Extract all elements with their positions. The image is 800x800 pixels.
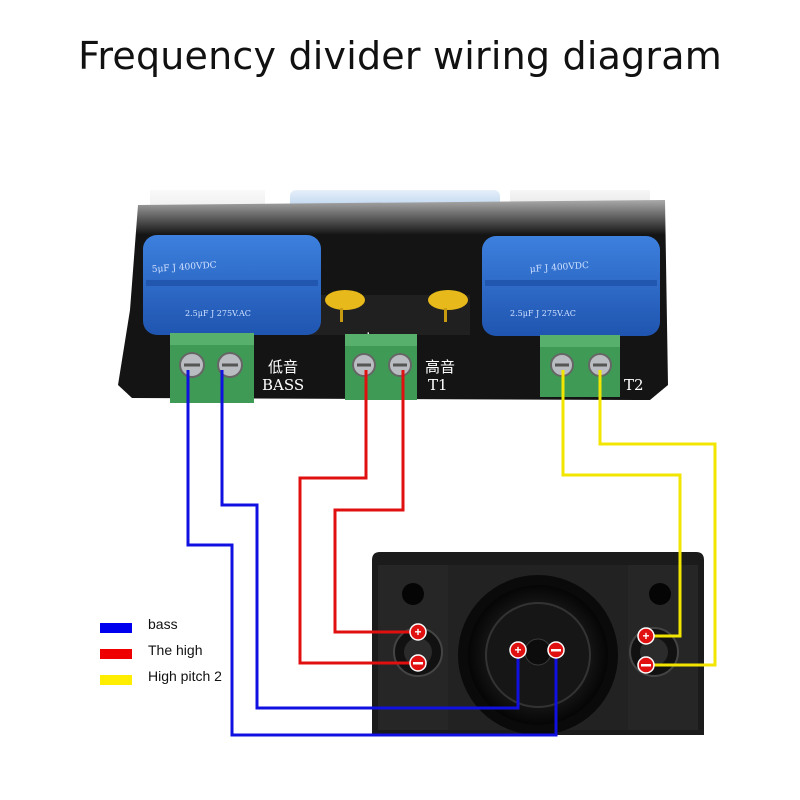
page-title: Frequency divider wiring diagram — [78, 34, 722, 78]
label-t1-cn: 高音 — [425, 358, 455, 376]
terminal-t1[interactable] — [345, 334, 417, 400]
wire-high2-plus — [561, 370, 682, 638]
capacitor-right-text-top: μF J 400VDC — [530, 261, 590, 275]
wire-bass-minus — [220, 370, 520, 710]
bass-port-left — [402, 583, 424, 605]
wire-high-plus — [298, 370, 418, 665]
capacitor-left: 5μF J 400VDC 2.5μF J 275V.AC — [143, 235, 321, 335]
wires-high — [298, 370, 418, 665]
wire-high2-minus — [598, 370, 717, 667]
label-t2-en: T2 — [624, 376, 644, 394]
svg-text:+: + — [642, 629, 649, 643]
tweeter-right-plus-icon — [637, 627, 655, 645]
woofer — [458, 575, 618, 735]
small-capacitor-right — [428, 290, 468, 310]
woofer-plus-icon — [509, 641, 527, 659]
wires-high2 — [561, 370, 717, 667]
crossover-board: 5μF J 400VDC 2.5μF J 275V.AC μF J 400VDC… — [110, 180, 690, 403]
terminal-t2[interactable] — [540, 335, 620, 397]
label-t1-en: T1 — [428, 376, 448, 394]
legend-swatch-high2 — [100, 675, 132, 685]
wire-bass-plus — [186, 370, 558, 737]
wires-bass — [186, 370, 558, 737]
board-top-fade — [110, 180, 690, 235]
capacitor-right-text-bottom: 2.5μF J 275V.AC — [510, 309, 576, 318]
bass-port-right — [649, 583, 671, 605]
small-capacitor-left — [325, 290, 365, 310]
svg-text:+: + — [414, 625, 421, 639]
capacitor-left-text-bottom: 2.5μF J 275V.AC — [185, 309, 251, 318]
label-bass-cn: 低音 — [268, 358, 298, 376]
capacitor-right: μF J 400VDC 2.5μF J 275V.AC — [482, 236, 660, 336]
speaker-polarity-markers: + + + — [409, 623, 655, 674]
tweeter-left-plus-icon — [409, 623, 427, 641]
legend-swatch-high — [100, 649, 132, 659]
legend-label-high: The high — [148, 642, 203, 658]
speaker-cabinet — [372, 552, 704, 735]
wire-high-minus — [333, 370, 418, 634]
label-bass-en: BASS — [262, 376, 304, 394]
capacitor-left-text-top: 5μF J 400VDC — [152, 260, 218, 275]
legend-label-high2: High pitch 2 — [148, 668, 222, 684]
svg-text:+: + — [514, 643, 521, 657]
legend-swatch-bass — [100, 623, 132, 633]
legend-label-bass: bass — [148, 616, 178, 632]
terminal-bass[interactable] — [170, 333, 254, 403]
